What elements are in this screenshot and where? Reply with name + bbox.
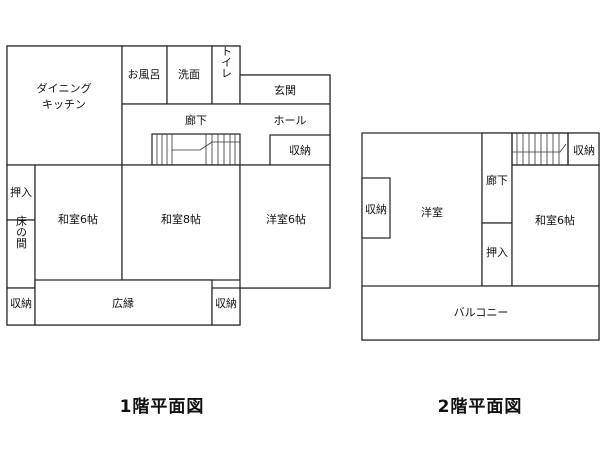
room-hallway-f2 xyxy=(481,132,513,224)
label-youshitsu-f2: 洋室 xyxy=(421,205,443,219)
room-balcony xyxy=(361,285,600,341)
stairs-floor1 xyxy=(151,133,241,166)
label-washroom: 洗面 xyxy=(178,68,200,81)
label-hall: ホール xyxy=(274,114,307,127)
label-entrance: 玄関 xyxy=(274,83,296,97)
label-washitsu8: 和室8帖 xyxy=(161,212,201,226)
label-dining: ダイニング xyxy=(37,81,92,95)
label-storage-bm: 収納 xyxy=(215,297,237,310)
label-storage-hall: 収納 xyxy=(289,144,311,157)
label-hallway-f1: 廊下 xyxy=(185,113,207,127)
label-engawa: 広縁 xyxy=(112,296,134,310)
label-washitsu6-f2: 和室6帖 xyxy=(535,213,575,227)
room-dining-kitchen xyxy=(6,45,123,166)
room-toilet xyxy=(211,45,241,105)
label-hallway-f2: 廊下 xyxy=(486,173,508,187)
stairs-floor2 xyxy=(511,132,569,166)
label-closet-f2: 押入 xyxy=(486,245,508,259)
label-washitsu6-f1: 和室6帖 xyxy=(58,212,98,226)
floor2-title: 2階平面図 xyxy=(438,397,523,417)
floor2-plan: 収納 洋室 廊下 押入 収納 和室6帖 バルコニー xyxy=(361,132,600,341)
floor1-title: 1階平面図 xyxy=(120,397,205,417)
label-bath: お風呂 xyxy=(128,68,161,81)
room-storage-bm xyxy=(211,287,241,326)
label-youshitsu6: 洋室6帖 xyxy=(266,212,306,226)
floor1-plan: ダイニング キッチン お風呂 洗面 トイレ 玄関 廊下 ホール 収納 押入 床の… xyxy=(6,45,331,326)
label-tokonoma: 床の間 xyxy=(15,214,28,249)
room-washitsu8 xyxy=(121,164,241,281)
label-balcony: バルコニー xyxy=(454,306,509,319)
room-youshitsu6 xyxy=(239,164,331,289)
room-storage-bl xyxy=(6,287,36,326)
room-storage-hall xyxy=(269,134,331,166)
room-engawa xyxy=(34,279,213,326)
label-closet-left: 押入 xyxy=(10,185,32,199)
label-toilet: トイレ xyxy=(220,46,233,79)
room-tokonoma xyxy=(6,219,36,289)
label-storage-left-f2: 収納 xyxy=(365,203,387,216)
label-storage-top-f2: 収納 xyxy=(573,144,595,157)
room-storage-left-f2 xyxy=(361,177,391,239)
room-washroom xyxy=(166,45,213,105)
label-storage-bl: 収納 xyxy=(10,297,32,310)
room-storage-top-f2 xyxy=(567,132,600,166)
label-kitchen: キッチン xyxy=(42,98,86,111)
room-washitsu6-f1 xyxy=(34,164,123,289)
